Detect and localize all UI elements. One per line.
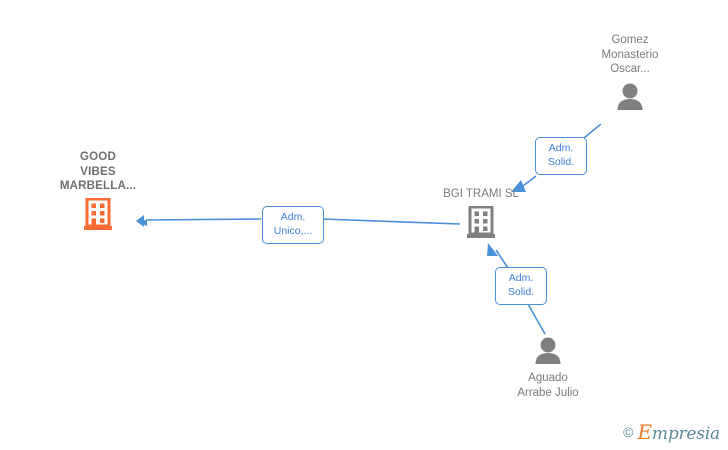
empresia-logo-text: mpresia	[651, 424, 720, 444]
node-good-vibes-marbella[interactable]: GOOD VIBES MARBELLA...	[28, 150, 168, 231]
empresia-watermark: © Empresia	[623, 420, 720, 444]
node-label-good-vibes: GOOD VIBES MARBELLA...	[59, 151, 137, 192]
edge-label-adm-unico[interactable]: Adm. Unico,...	[262, 206, 324, 244]
node-label-gomez-monasterio: Gomez Monasterio Oscar...	[601, 34, 659, 75]
edge-label-adm-solid-aguado[interactable]: Adm. Solid.	[495, 267, 547, 305]
edge-aguado-to-bgi	[487, 243, 546, 335]
node-bgi-trami-sl[interactable]: BGI TRAMI SL	[411, 187, 551, 239]
empresia-logo-initial: E	[637, 420, 653, 444]
copyright-icon: ©	[623, 424, 634, 440]
edge-label-adm-solid-gomez[interactable]: Adm. Solid.	[535, 137, 587, 175]
building-icon	[84, 197, 112, 230]
person-icon	[535, 337, 561, 364]
empresia-logo: Empresia	[638, 420, 721, 444]
node-aguado-arrabe-julio[interactable]: Aguado Arrabe Julio	[478, 336, 618, 400]
node-gomez-monasterio-oscar[interactable]: Gomez Monasterio Oscar...	[560, 33, 700, 110]
node-label-aguado-arrabe: Aguado Arrabe Julio	[517, 372, 579, 399]
building-icon	[467, 205, 495, 238]
node-label-bgi-trami: BGI TRAMI SL	[443, 188, 519, 200]
person-icon	[617, 83, 643, 110]
edge-bgi-to-goodvibes	[136, 215, 461, 227]
